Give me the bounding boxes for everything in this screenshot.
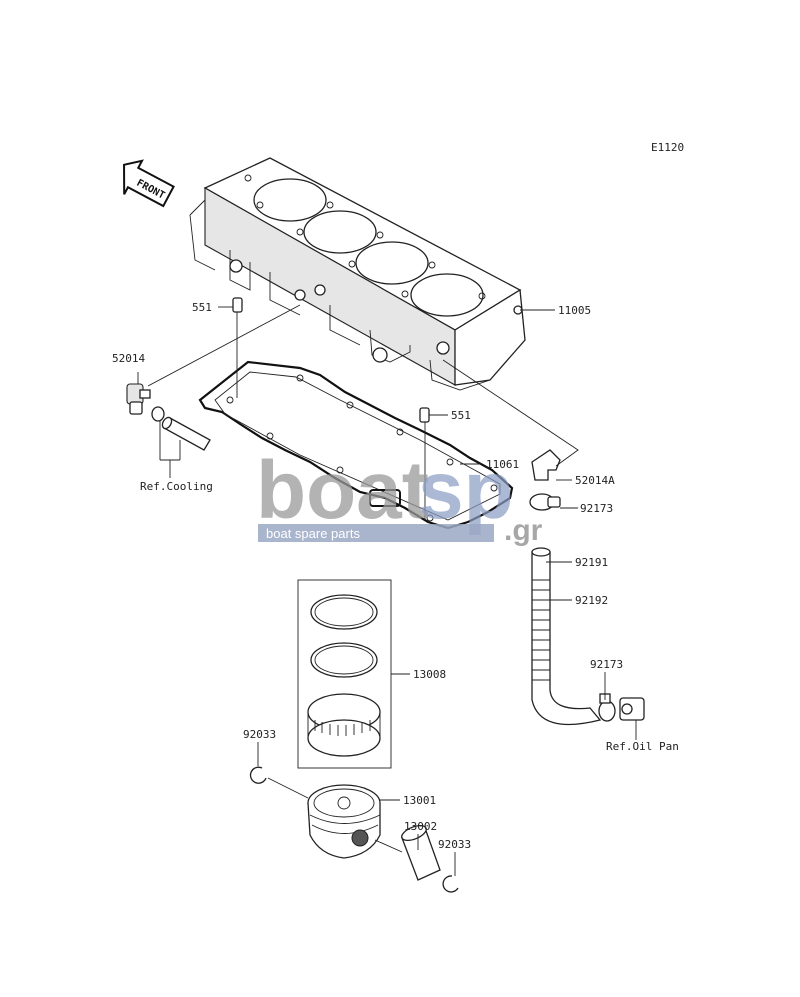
watermark-domain: .gr	[504, 514, 543, 547]
dowel-pin-upper[interactable]	[232, 297, 243, 313]
label-92033-right: 92033	[438, 838, 471, 851]
label-13002: 13002	[404, 820, 437, 833]
circlip-right[interactable]	[442, 875, 459, 893]
watermark-brand-a: boat	[256, 445, 429, 536]
label-13001: 13001	[403, 794, 436, 807]
label-52014: 52014	[112, 352, 145, 365]
clamp-lower[interactable]	[598, 693, 616, 722]
label-11061: 11061	[486, 458, 519, 471]
circlip-left[interactable]	[249, 766, 267, 784]
label-92173-lower: 92173	[590, 658, 623, 671]
clamp-upper[interactable]	[529, 493, 561, 511]
label-13008: 13008	[413, 668, 446, 681]
cylinder-block[interactable]	[189, 157, 526, 391]
hose[interactable]	[531, 547, 602, 726]
cooling-hose[interactable]	[161, 416, 211, 451]
clamp-left[interactable]	[151, 406, 165, 422]
fitting-left[interactable]	[126, 383, 151, 415]
label-551-lower: 551	[451, 409, 471, 422]
label-92033-left: 92033	[243, 728, 276, 741]
label-52014A: 52014A	[575, 474, 615, 487]
oil-pan-fitting[interactable]	[619, 697, 645, 721]
fitting-right[interactable]	[531, 449, 561, 481]
label-92173-upper: 92173	[580, 502, 613, 515]
watermark-tagline: boat spare parts	[266, 526, 360, 541]
label-ref-oil-pan: Ref.Oil Pan	[606, 740, 679, 753]
watermark: boat sp .gr boat spare parts	[256, 445, 543, 547]
cylinder-gasket[interactable]	[198, 360, 514, 530]
piston[interactable]	[307, 784, 381, 859]
diagram-code: E1120	[651, 141, 684, 154]
front-arrow-icon: FRONT	[123, 159, 175, 208]
dowel-pin-lower[interactable]	[419, 407, 430, 423]
leader-lines	[137, 304, 637, 876]
label-11005: 11005	[558, 304, 591, 317]
piston-ring-set[interactable]	[297, 579, 392, 769]
piston-pin[interactable]	[400, 823, 441, 881]
label-ref-cooling: Ref.Cooling	[140, 480, 213, 493]
watermark-brand-b: sp	[418, 445, 514, 536]
label-551-upper: 551	[192, 301, 212, 314]
label-92191: 92191	[575, 556, 608, 569]
label-92192: 92192	[575, 594, 608, 607]
